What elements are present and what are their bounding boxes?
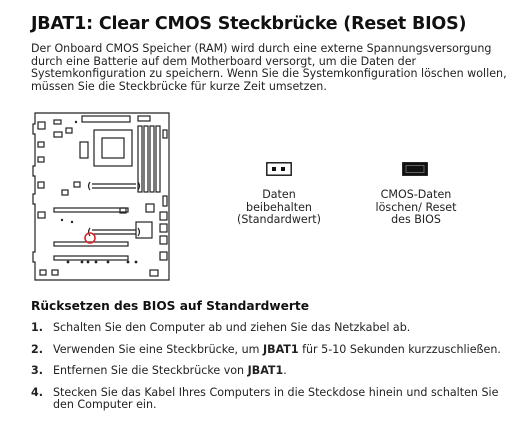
page-title: JBAT1: Clear CMOS Steckbrücke (Reset BIO… <box>31 14 467 34</box>
step-number: 2. <box>31 342 43 356</box>
step-text: Stecken Sie das Kabel Ihres Computers in… <box>53 385 499 411</box>
step-item: 1. Schalten Sie den Computer ab und ziehe… <box>31 321 511 335</box>
jumper-keep-caption: Daten beibehalten (Standardwert) <box>237 188 321 227</box>
step-keyword: JBAT1 <box>262 342 299 356</box>
jbat1-highlight <box>84 232 96 244</box>
step-item: 3. Entfernen Sie die Steckbrücke von JBAT… <box>31 364 511 378</box>
step-number: 1. <box>31 321 43 334</box>
step-number: 3. <box>31 364 43 377</box>
jumper-open-icon <box>266 162 292 176</box>
jumper-closed-icon <box>402 162 428 176</box>
intro-paragraph: Der Onboard CMOS Speicher (RAM) wird dur… <box>31 42 507 93</box>
step-item: 2. Verwenden Sie eine Steckbrücke, um JBA… <box>31 342 511 357</box>
step-keyword: JBAT1 <box>247 364 284 377</box>
step-text: Entfernen Sie die Steckbrücke von <box>53 364 248 377</box>
steps-list: 1. Schalten Sie den Computer ab und ziehe… <box>31 321 511 421</box>
step-text: Schalten Sie den Computer ab und ziehen … <box>53 321 411 334</box>
step-text: . <box>283 364 287 377</box>
step-text: Verwenden Sie eine Steckbrücke, um <box>53 342 263 356</box>
step-number: 4. <box>31 385 43 399</box>
jumper-clear-caption: CMOS-Daten löschen/ Reset des BIOS <box>375 188 457 227</box>
motherboard-diagram <box>32 112 170 281</box>
section-title: Rücksetzen des BIOS auf Standardwerte <box>31 299 309 313</box>
step-item: 4. Stecken Sie das Kabel Ihres Computers … <box>31 385 511 412</box>
step-text: für 5-10 Sekunden kurzzuschließen. <box>298 342 501 356</box>
